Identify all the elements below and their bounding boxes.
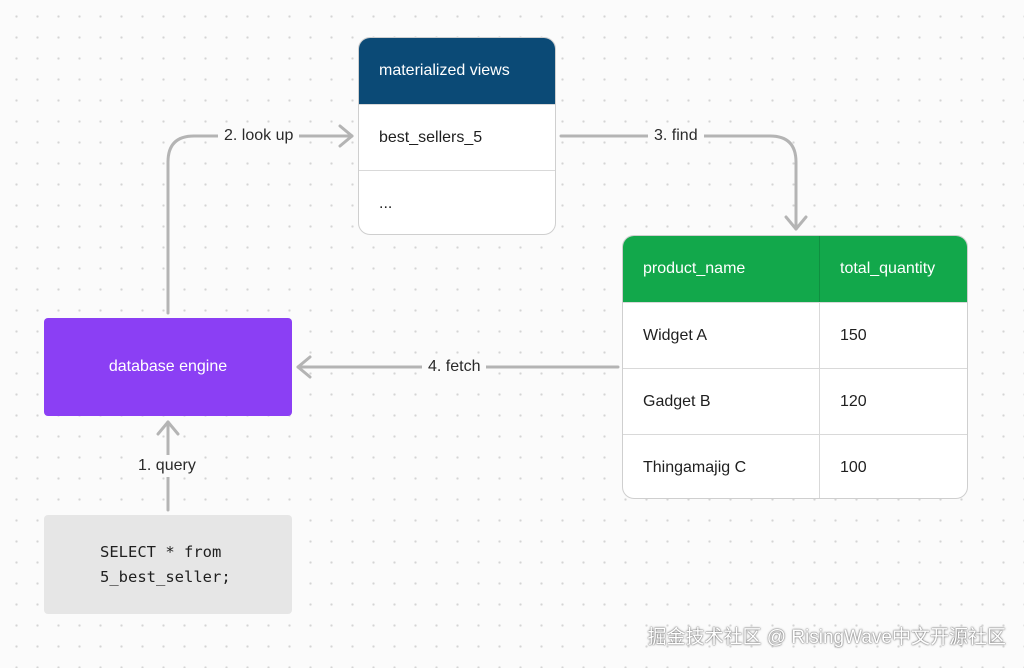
mv-row-more: ... — [359, 170, 555, 234]
arrowhead-fetch — [296, 355, 312, 379]
cell-total-quantity: 100 — [840, 458, 867, 476]
cell-product-name: Widget A — [623, 303, 820, 368]
watermark: 掘金技术社区 @ RisingWave中文开源社区 — [647, 627, 1006, 648]
column-header-product-name: product_name — [623, 236, 820, 302]
mv-row-best-sellers: best_sellers_5 — [359, 104, 555, 170]
database-engine-label: database engine — [108, 358, 228, 375]
table-row: Gadget B 120 — [623, 368, 967, 434]
materialized-views-header: materialized views — [359, 38, 555, 104]
database-engine-box: database engine — [44, 318, 292, 416]
arrowhead-find — [784, 215, 808, 231]
cell-total-quantity: 120 — [840, 392, 867, 410]
result-table: product_name total_quantity Widget A 150… — [622, 235, 968, 499]
arrow-find — [559, 134, 798, 231]
step-look-up-label: 2. look up — [218, 125, 300, 147]
step-find-label: 3. find — [648, 125, 704, 147]
table-header-row: product_name total_quantity — [623, 236, 967, 302]
query-line-1: SELECT * from — [100, 543, 222, 561]
arrowhead-query — [156, 420, 180, 436]
cell-product-name: Thingamajig C — [623, 435, 820, 498]
query-line-2: 5_best_seller; — [100, 568, 231, 586]
arrow-look-up — [166, 134, 354, 315]
cell-product-name: Gadget B — [623, 369, 820, 434]
step-fetch-label: 4. fetch — [422, 356, 487, 378]
sql-query-box: SELECT * from 5_best_seller; — [44, 515, 292, 614]
column-header-total-quantity: total_quantity — [840, 260, 936, 277]
step-query-label: 1. query — [132, 455, 202, 477]
cell-total-quantity: 150 — [840, 326, 867, 344]
table-row: Thingamajig C 100 — [623, 434, 967, 498]
table-row: Widget A 150 — [623, 302, 967, 368]
materialized-views-box: materialized views best_sellers_5 ... — [358, 37, 556, 235]
arrowhead-look-up — [338, 124, 354, 148]
